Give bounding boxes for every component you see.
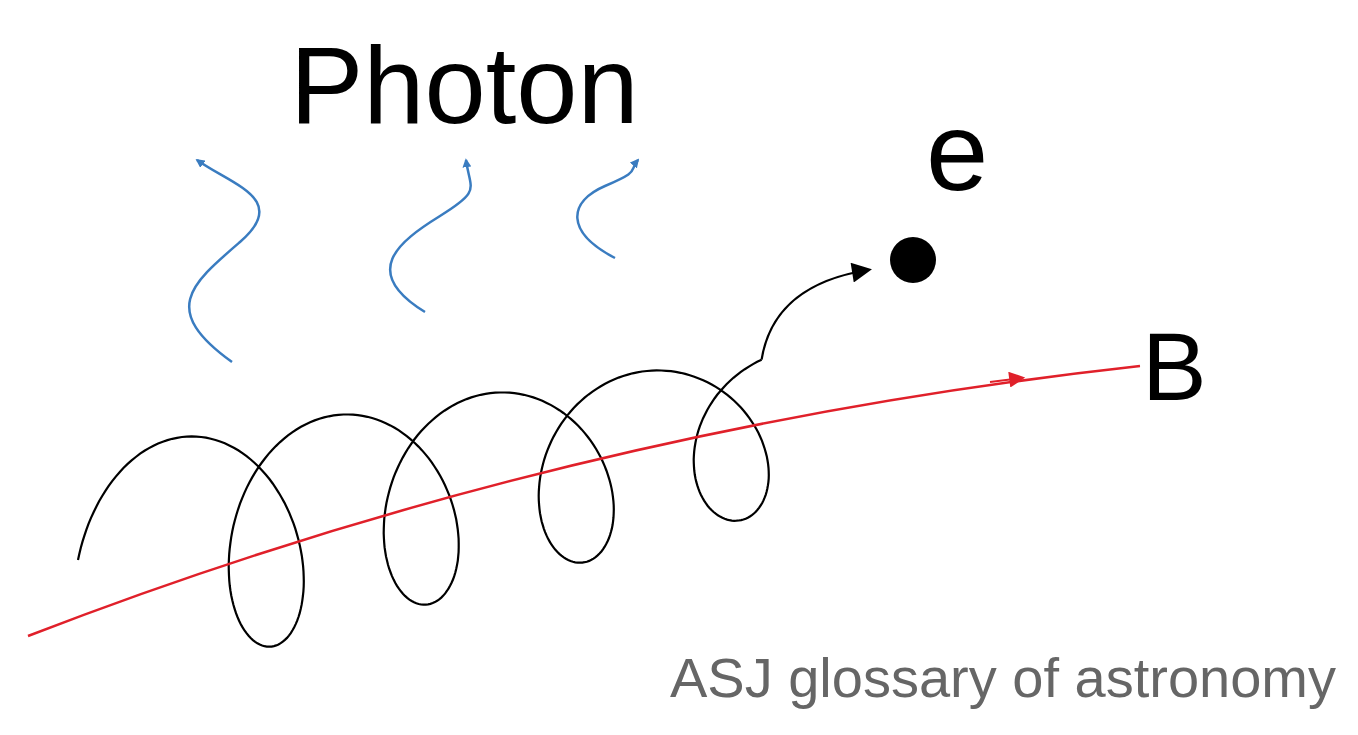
electron-dot [890,237,936,283]
field-label: B [1142,318,1207,415]
photon-wave [390,160,471,312]
electron-path-arrow [762,270,868,360]
magnetic-field-line [28,366,1140,636]
photon-label: Photon [290,30,639,140]
electron-label: e [926,96,988,208]
source-watermark: ASJ glossary of astronomy [670,650,1336,706]
photon-wave [577,160,638,258]
photon-wave [189,160,259,362]
field-direction-arrow [990,378,1022,382]
